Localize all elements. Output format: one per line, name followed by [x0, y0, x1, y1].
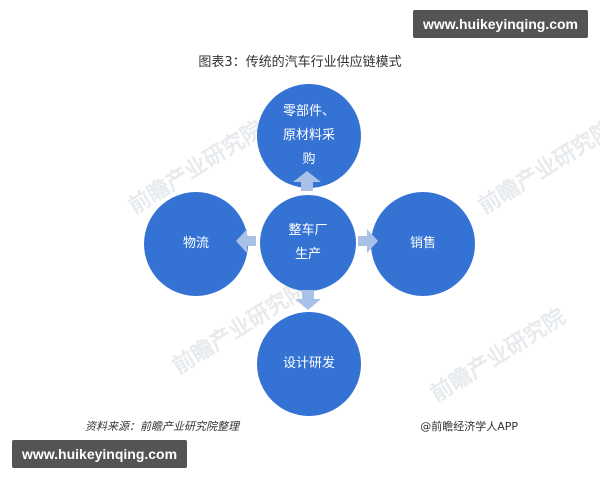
watermark-text: 前瞻产业研究院 — [426, 304, 571, 408]
node-label: 零部件、 原材料采 购 — [282, 104, 335, 167]
website-url-badge-top[interactable]: www.huikeyinqing.com — [412, 10, 588, 38]
website-url-badge-bottom[interactable]: www.huikeyinqing.com — [12, 440, 188, 468]
arrow-down-icon — [295, 290, 321, 310]
source-note: 资料来源：前瞻产业研究院整理 — [85, 420, 239, 433]
node-label: 整车厂 生产 — [288, 223, 328, 262]
arrow-left-icon — [236, 229, 256, 253]
credit-note: @前瞻经济学人APP — [420, 420, 518, 433]
node-parts-procurement: 零部件、 原材料采 购 — [257, 84, 361, 188]
node-label: 物流 — [182, 236, 209, 251]
watermark-text: 前瞻产业研究院 — [474, 116, 600, 220]
node-vehicle-production: 整车厂 生产 — [260, 195, 356, 291]
arrow-right-icon — [358, 229, 378, 253]
node-design-rd: 设计研发 — [257, 312, 361, 416]
node-label: 设计研发 — [282, 356, 335, 371]
node-logistics: 物流 — [144, 192, 248, 296]
figure-title: 图表3：传统的汽车行业供应链模式 — [198, 55, 402, 70]
node-label: 销售 — [409, 236, 436, 251]
arrow-up-icon — [293, 171, 321, 191]
node-sales: 销售 — [371, 192, 475, 296]
